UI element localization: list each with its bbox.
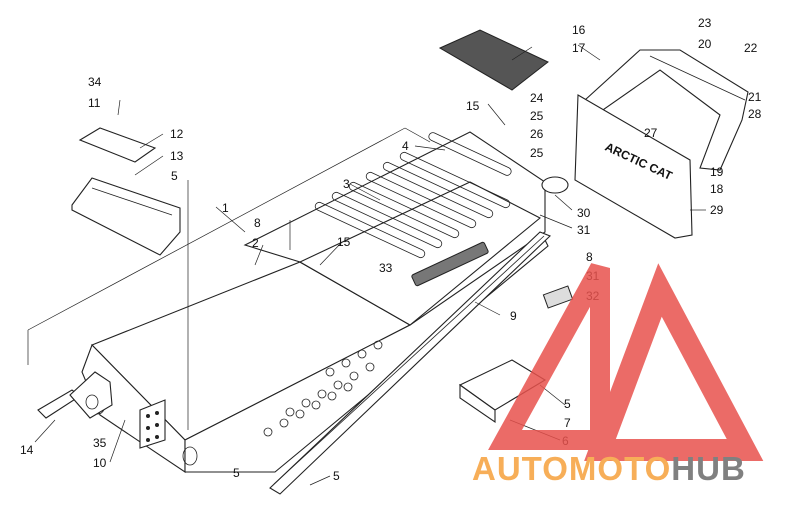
snow-flap: ARCTIC CAT: [574, 94, 693, 239]
heat-shield: [71, 127, 181, 256]
leader-lines: [34, 44, 706, 486]
callout-2: 2: [252, 236, 259, 250]
callout-22: 22: [744, 41, 758, 55]
callout-20: 20: [698, 37, 712, 51]
tunnel: [81, 131, 549, 474]
callout-5b: 5: [233, 466, 240, 480]
callout-14: 14: [20, 443, 34, 457]
tunnel-holes: [263, 340, 383, 437]
callout-9: 9: [510, 309, 517, 323]
taillight: [541, 176, 569, 194]
callout-12: 12: [170, 127, 184, 141]
callout-15a: 15: [466, 99, 480, 113]
callout-30: 30: [577, 206, 591, 220]
watermark-word-part2: MOTO: [569, 450, 671, 487]
callout-25a: 25: [530, 109, 544, 123]
callout-24: 24: [530, 91, 544, 105]
callout-35: 35: [93, 436, 107, 450]
callout-13: 13: [170, 149, 184, 163]
callout-17: 17: [572, 41, 586, 55]
watermark-triangle-left: [488, 263, 610, 450]
tunnel-front-hole: [182, 446, 198, 466]
callout-11: 11: [88, 96, 101, 110]
callout-10: 10: [93, 456, 107, 470]
callout-16: 16: [572, 23, 586, 37]
callout-29: 29: [710, 203, 724, 217]
callout-28: 28: [748, 107, 762, 121]
callout-8b: 8: [586, 250, 593, 264]
rear-bumper: [584, 49, 749, 171]
watermark-triangle-right: [584, 263, 764, 461]
watermark-word-part3: HUB: [671, 450, 746, 487]
callout-5a: 5: [171, 169, 178, 183]
reinforcement-plate: [139, 399, 166, 449]
callout-31a: 31: [577, 223, 591, 237]
reflector-decal: [542, 285, 574, 309]
running-board-rail: [269, 231, 551, 495]
callout-5c: 5: [333, 469, 340, 483]
callout-18: 18: [710, 182, 724, 196]
rear-bracket: [458, 359, 547, 424]
front-bracket: [37, 371, 113, 419]
callout-15b: 15: [337, 235, 351, 249]
callout-5d: 5: [564, 397, 571, 411]
watermark-word-part1: AUTO: [472, 450, 569, 487]
callout-7: 7: [564, 416, 571, 430]
seat-pad: [438, 29, 549, 91]
callout-34: 34: [88, 75, 102, 89]
callout-33: 33: [379, 261, 393, 275]
callout-19: 19: [710, 165, 724, 179]
tunnel-slots: [314, 132, 512, 259]
callout-27: 27: [644, 126, 658, 140]
callout-4: 4: [402, 139, 409, 153]
watermark-word: AUTOMOTOHUB: [472, 450, 746, 487]
callout-8a: 8: [254, 216, 261, 230]
callout-21: 21: [748, 90, 762, 104]
callout-1: 1: [222, 201, 229, 215]
callout-25b: 25: [530, 146, 544, 160]
callout-23: 23: [698, 16, 712, 30]
watermark-logo: AUTOMOTOHUB: [472, 263, 764, 487]
tunnel-decal: [411, 241, 489, 287]
callout-3: 3: [343, 177, 350, 191]
reference-frame: [27, 127, 431, 365]
tunnel-top-panel: [298, 181, 541, 326]
callout-26: 26: [530, 127, 544, 141]
